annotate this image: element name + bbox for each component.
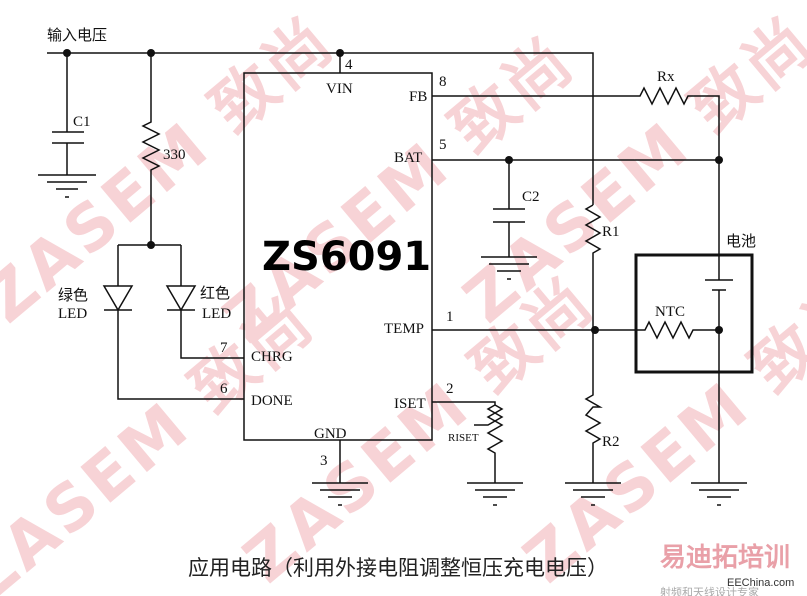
battery-label: 电池 — [726, 232, 756, 250]
done-label: DONE — [251, 393, 293, 409]
vin-label: VIN — [326, 81, 353, 97]
r330-label: 330 — [163, 147, 186, 163]
ntc-label: NTC — [655, 304, 685, 320]
chrg-label: CHRG — [251, 349, 293, 365]
green-led-label-2: LED — [58, 306, 87, 322]
iset-label: ISET — [394, 396, 426, 412]
chip-name: ZS6091 — [262, 234, 431, 280]
bat-label: BAT — [394, 150, 422, 166]
red-led-label-2: LED — [202, 306, 231, 322]
pin1-label: 1 — [446, 309, 454, 325]
temp-label: TEMP — [384, 321, 424, 337]
logo-main: 易迪拓培训 — [660, 543, 790, 573]
rx-label: Rx — [657, 69, 675, 85]
pin8-label: 8 — [439, 74, 447, 90]
logo-site: EEChina.com — [727, 577, 794, 589]
red-led-label: 红色 — [200, 284, 230, 302]
c2-label: C2 — [522, 189, 540, 205]
input-voltage-label: 输入电压 — [47, 26, 107, 44]
riset-label: RISET — [448, 432, 479, 444]
fb-label: FB — [409, 89, 427, 105]
gnd-label: GND — [314, 426, 347, 442]
r2-label: R2 — [602, 434, 620, 450]
pin2-label: 2 — [446, 381, 454, 397]
pin5-label: 5 — [439, 137, 447, 153]
pin3-label: 3 — [320, 453, 328, 469]
pin7-label: 7 — [220, 340, 228, 356]
junction-dots — [63, 49, 723, 334]
ground-symbols — [38, 174, 747, 506]
c1-label: C1 — [73, 114, 91, 130]
caption: 应用电路（利用外接电阻调整恒压充电电压） — [188, 556, 608, 580]
pin4-label: 4 — [345, 57, 353, 73]
r1-label: R1 — [602, 224, 620, 240]
logo-sub: 射频和天线设计专家 — [660, 585, 759, 596]
pin6-label: 6 — [220, 381, 228, 397]
green-led-label: 绿色 — [58, 286, 88, 304]
